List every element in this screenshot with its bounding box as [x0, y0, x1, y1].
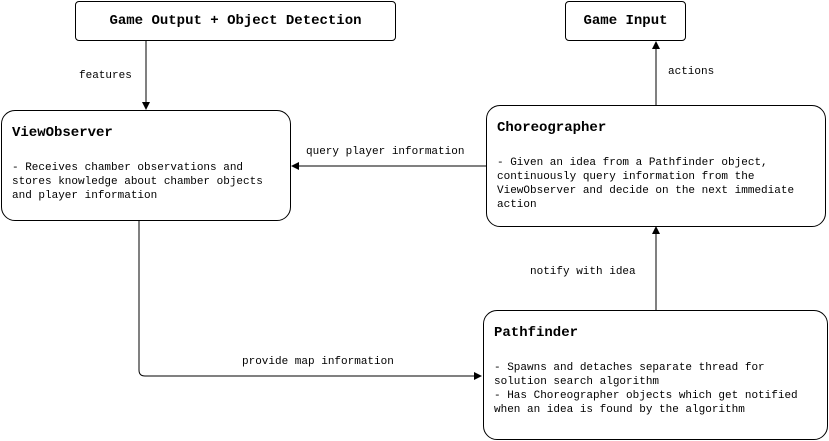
node-game-input: Game Input	[565, 1, 686, 41]
node-game-output: Game Output + Object Detection	[75, 1, 396, 41]
node-choreographer-desc-line: action	[497, 199, 537, 211]
node-game-output-title: Game Output + Object Detection	[109, 13, 362, 29]
node-pathfinder-desc-line: - Spawns and detaches separate thread fo…	[494, 362, 765, 374]
edge-label-notify: notify with idea	[530, 266, 636, 279]
node-choreographer-title: Choreographer	[497, 120, 607, 136]
node-view-observer-desc-line: - Receives chamber observations and	[12, 162, 244, 174]
edge-label-actions: actions	[668, 66, 715, 79]
node-pathfinder-desc-line: when an idea is found by the algorithm	[494, 404, 745, 416]
node-pathfinder-title: Pathfinder	[494, 325, 579, 341]
edge-label-map: provide map information	[242, 356, 394, 369]
node-choreographer-desc-line: ViewObserver and decide on the next imme…	[497, 185, 795, 197]
node-view-observer-desc-line: and player information	[12, 190, 158, 202]
node-choreographer-desc-line: continuously query information from the	[497, 171, 755, 183]
node-choreographer-desc-line: - Given an idea from a Pathfinder object…	[497, 157, 768, 169]
edge-label-query: query player information	[306, 146, 465, 159]
node-pathfinder: Pathfinder - Spawns and detaches separat…	[483, 310, 828, 440]
node-view-observer: ViewObserver - Receives chamber observat…	[1, 110, 291, 221]
edge-map	[138, 220, 482, 380]
edge-label-features: features	[79, 70, 132, 83]
node-choreographer: Choreographer - Given an idea from a Pat…	[486, 105, 826, 227]
node-pathfinder-desc-line: solution search algorithm	[494, 376, 660, 388]
node-view-observer-desc-line: stores knowledge about chamber objects	[12, 176, 263, 188]
node-game-input-title: Game Input	[583, 13, 668, 29]
node-pathfinder-desc-line: - Has Choreographer objects which get no…	[494, 390, 798, 402]
node-view-observer-title: ViewObserver	[12, 125, 113, 141]
